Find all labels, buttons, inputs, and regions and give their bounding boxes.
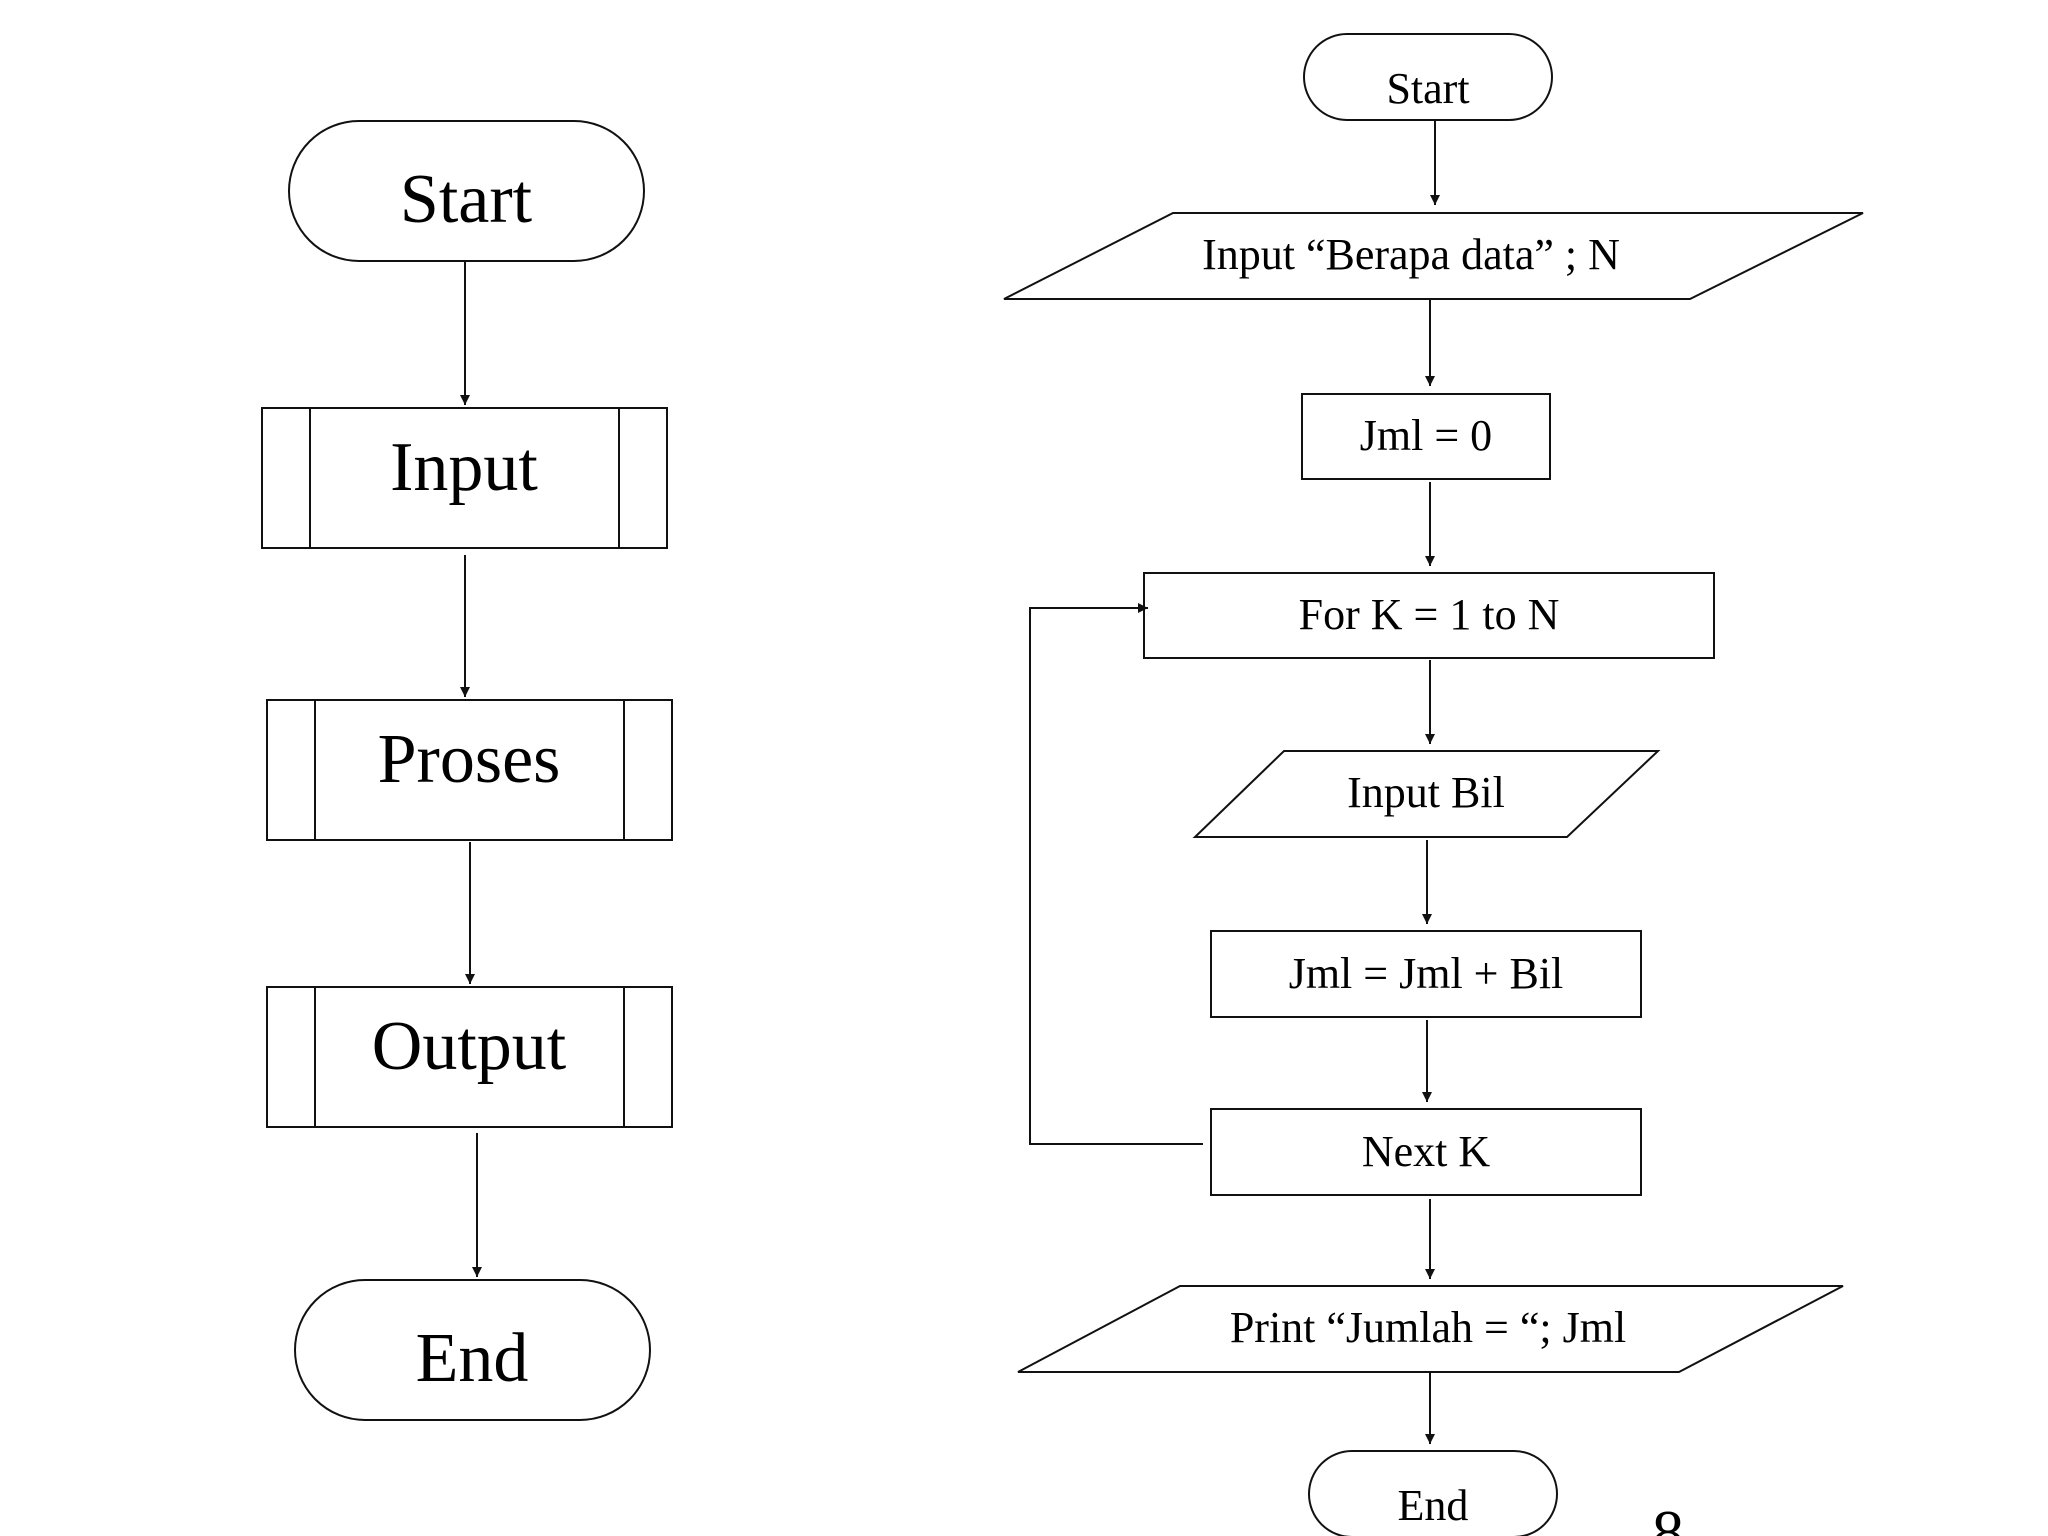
right-input-bil-label: Input Bil [1347,768,1505,817]
right-init-jml-box: Jml = 0 [1301,393,1551,480]
left-output-label: Output [372,1008,567,1085]
right-for-loop-label: For K = 1 to N [1299,590,1560,639]
right-input-n-parallelogram: Input “Berapa data” ; N [1003,212,1864,300]
left-end-label: End [416,1320,529,1397]
left-start-label: Start [400,161,533,238]
right-accumulate-box: Jml = Jml + Bil [1210,930,1642,1018]
right-init-jml-label: Jml = 0 [1360,411,1492,460]
left-process-label: Proses [378,721,561,798]
left-start-terminator: Start [288,120,645,262]
right-next-k-box: Next K [1210,1108,1642,1196]
left-input-label: Input [390,429,538,506]
right-end-label: End [1398,1481,1469,1530]
left-end-terminator: End [294,1279,651,1421]
page-number: 8 [1652,1497,1684,1536]
left-flowchart: Start Input Proses Output End [261,120,673,1421]
right-start-label: Start [1386,64,1469,113]
right-print-parallelogram: Print “Jumlah = “; Jml [1017,1285,1844,1373]
right-accumulate-label: Jml = Jml + Bil [1289,949,1564,998]
right-next-k-label: Next K [1362,1127,1491,1176]
right-flowchart: Start Input “Berapa data” ; N Jml = 0 Fo… [1003,33,1864,1536]
right-loop-back-arrow [1029,603,1203,1145]
left-input-box: Input [261,407,668,549]
left-output-box: Output [266,986,673,1128]
left-process-box: Proses [266,699,673,841]
right-input-bil-parallelogram: Input Bil [1192,750,1661,838]
right-print-label: Print “Jumlah = “; Jml [1230,1303,1626,1352]
right-for-loop-box: For K = 1 to N [1143,572,1715,659]
right-end-terminator: End [1308,1450,1558,1536]
right-input-n-label: Input “Berapa data” ; N [1202,230,1620,279]
right-start-terminator: Start [1303,33,1553,121]
